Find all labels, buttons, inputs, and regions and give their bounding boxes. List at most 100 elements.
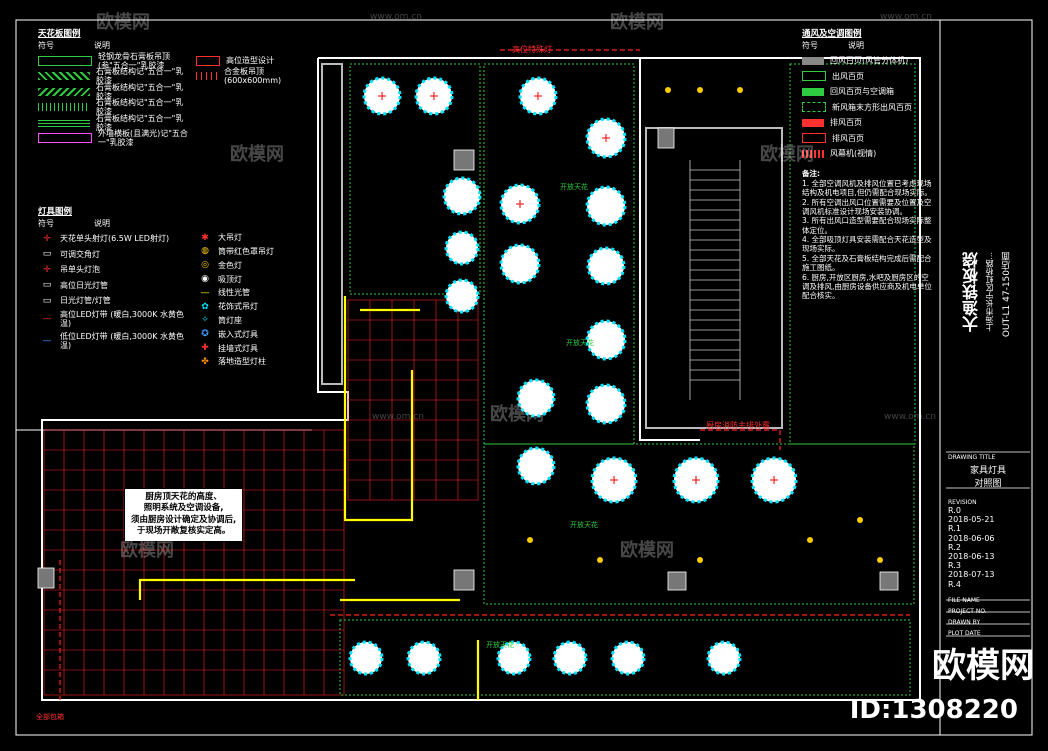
open-ceiling-label: 开放天花 [570,521,598,529]
drawing-title: 家具灯具 对照图 [969,466,1006,489]
aircon-legend: 通风及空调图例 符号 说明 回风百页(风管分体机) 出风百页 回风百页与空调箱 … [802,29,938,301]
watermark-brand: 欧模网 [230,144,284,165]
linear-light-icon: — [200,287,210,298]
light-legend-row: ✚挂墙式灯具 [196,341,308,355]
light-legend-row: ✛天花单头射灯(6.5W LED射灯) [38,231,188,247]
open-ceiling-label: 开放天花 [566,339,594,347]
ceiling-legend-row: 轻钢龙骨石膏板吊顶(参"五合一"乳胶漆 [38,52,188,70]
light-marks [378,92,778,484]
light-legend-row: ✱大吊灯 [196,231,308,245]
return-ac-icon [802,87,824,96]
fixture-dots [527,87,883,563]
watermark-brand: 欧模网 [490,404,544,425]
round-table [585,185,627,227]
round-table [585,319,627,361]
top-zone-label: 高位特殊灯 [512,45,552,54]
wall-light-icon: ✚ [201,343,209,354]
watermark-brand: 欧模网 [620,540,674,561]
ceiling-legend-row: 高位造型设计 [196,53,306,69]
equipment-blocks [37,127,899,591]
round-table [585,383,627,425]
light-legend-row: ▭日光灯管/灯管 [38,293,188,309]
round-table [406,640,442,676]
ceiling-legend-row: 石膏板结构记"五合一"乳胶漆 [38,98,188,116]
spotlight-icon: ✛ [43,233,51,244]
lighting-legend-header: 符号 说明 [38,218,110,228]
ceiling-legend-row: 石膏板结构记"五合一"乳胶漆 [38,114,188,132]
supply-grille-icon [802,71,826,82]
fire-exhaust-note: 厨房消防主排外露 [706,421,770,430]
col-desc: 说明 [94,40,110,50]
light-legend-row: ✪嵌入式灯具 [196,328,308,342]
light-legend-row: ✿花饰式吊灯 [196,300,308,314]
ceiling-legend: 天花板图例 符号 说明 轻钢龙骨石膏板吊顶(参"五合一"乳胶漆 石膏板结构记"五… [38,29,308,147]
air-curtain-icon [802,149,824,158]
round-table [444,230,480,266]
aircon-legend-row: 排风百页 [802,115,938,131]
swatch [38,87,90,96]
ceiling-light-icon: ◉ [201,274,209,285]
round-table [586,246,626,286]
project-subtitle: 上海市长宁区虹桥路... [985,252,994,332]
ceiling-legend-title: 天花板图例 [38,29,81,39]
red-dashed-lines [59,49,910,700]
round-table [706,640,742,676]
swatch [38,55,92,66]
watermark-url: www.om.cn [372,412,424,422]
exhaust-grille-icon [802,118,824,127]
notes: 备注: 1. 全部空调风机及排风位置已考虑现场结构及机电项目,但仍需配合现场实际… [802,169,932,301]
red-shade-pendant-icon: ◍ [201,246,209,257]
fluorescent-icon: ▭ [42,295,52,306]
round-table [610,640,646,676]
tube-light-icon: ▭ [42,280,52,291]
light-legend-row: ◉吸顶灯 [196,272,308,286]
downlight-base-icon: ✧ [201,315,209,326]
light-legend-row: —高位LED灯带 (暖白,3000K 水黄色温) [38,308,188,330]
round-table [496,640,532,676]
light-legend-row: ✧筒灯座 [196,314,308,328]
ceiling-legend-header: 符号 说明 [38,41,308,50]
brand-logo: 欧模网 [932,646,1034,686]
swatch [38,118,90,127]
staircase [689,160,741,400]
lighting-legend-title: 灯具图例 [38,207,73,217]
drawing-frame [15,19,1033,736]
project-title: 大渔铁板烧 [962,252,981,332]
floor-lamp-icon: ✤ [201,356,209,367]
dining-tables [348,76,798,676]
exhaust-grille-icon [802,133,826,144]
box-in-label: 全部包箱 [36,713,64,721]
aircon-legend-title: 通风及空调图例 [802,29,862,39]
watermark-brand: 欧模网 [96,12,150,33]
round-table [516,446,556,486]
round-table [444,278,480,314]
light-legend-row: ◍筒带红色罩吊灯 [196,245,308,259]
swatch [38,133,92,144]
swatch [196,72,218,81]
ceiling-legend-row: 石膏板结构记"五合一"乳胶漆 [38,67,188,85]
aircon-legend-row: 回风百页与空调箱 [802,84,938,100]
round-table [516,378,556,418]
light-legend-row: ▭高位日光灯管 [38,277,188,293]
watermark-url: www.om.cn [880,12,932,22]
aircon-legend-row: 风幕机(视情) [802,146,938,162]
light-legend-row: ◎金色灯 [196,259,308,273]
ceiling-legend-row: 石膏板结构记"五合一"乳胶漆 [38,83,188,101]
chandelier-icon: ✱ [201,232,209,243]
return-grille-icon [802,56,824,65]
adjustable-light-icon: ▭ [42,249,52,260]
watermark-brand: 欧模网 [760,144,814,165]
led-strip-low-icon: — [42,336,52,347]
asset-id: ID:1308220 [849,695,1018,725]
light-legend-row: —低位LED灯带 (暖白,3000K 水黄色温) [38,330,188,352]
recessed-light-icon: ✪ [201,329,209,340]
ceiling-legend-row: 合金板吊顶 (600x600mm) [196,67,306,85]
fresh-air-icon [802,102,826,113]
pendant-bulb-icon: ✛ [43,264,51,275]
light-legend-row: ✛吊单头灯泡 [38,262,188,278]
open-ceiling-label: 开放天花 [486,641,514,649]
aircon-legend-header: 符号 说明 [802,40,864,50]
light-legend-row: —线性光管 [196,286,308,300]
title-block: DRAWING TITLE 家具灯具 对照图 REVISION R.0 2018… [948,454,1028,637]
col-code: 符号 [38,40,54,50]
